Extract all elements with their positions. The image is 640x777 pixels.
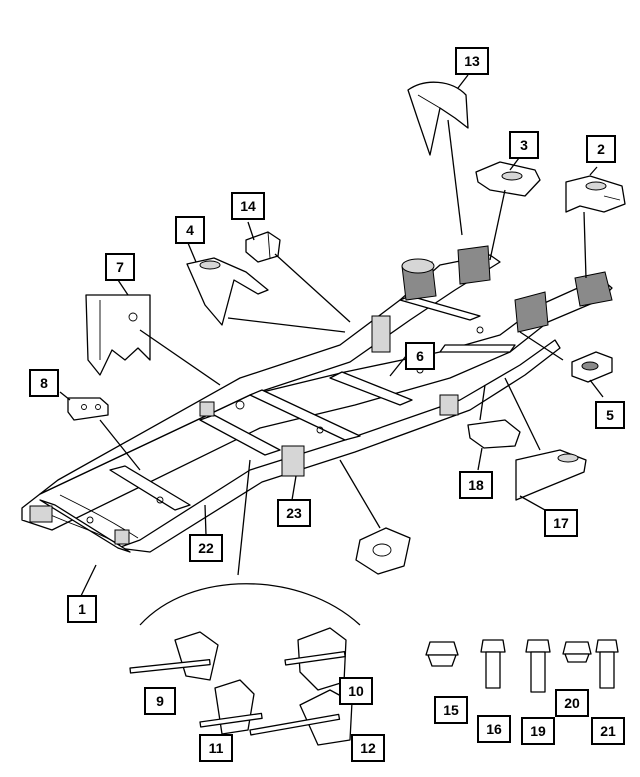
part-9-bolt-bracket [129,631,219,681]
callout-label: 3 [520,137,528,153]
part-13-bracket [407,81,469,156]
part-15-nut [425,641,459,667]
callout-label: 12 [360,740,376,756]
callout-6: 6 [405,342,435,370]
callout-label: 2 [597,141,605,157]
callout-4: 4 [175,216,205,244]
callout-label: 10 [348,683,364,699]
callout-label: 9 [156,693,164,709]
callout-label: 20 [564,695,580,711]
part-17-plate [515,449,587,501]
callout-label: 5 [606,407,614,423]
callout-label: 7 [116,259,124,275]
callout-13: 13 [455,47,489,75]
part-7-bracket [85,294,151,376]
callout-23: 23 [277,499,311,527]
callout-label: 1 [78,601,86,617]
callout-label: 17 [553,515,569,531]
callout-7: 7 [105,253,135,281]
callout-17: 17 [544,509,578,537]
callout-20: 20 [555,689,589,717]
callout-16: 16 [477,715,511,743]
callout-8: 8 [29,369,59,397]
callout-3: 3 [509,131,539,159]
callout-label: 4 [186,222,194,238]
callout-label: 6 [416,348,424,364]
part-5-isolator [571,351,613,383]
part-3-mount [475,161,541,197]
callout-22: 22 [189,534,223,562]
part-11-bracket [199,679,263,735]
part-8-bracket [67,397,109,421]
leader-lines [59,74,604,599]
part-4-bracket [186,257,269,326]
part-18-plate [467,419,521,449]
callout-label: 13 [464,53,480,69]
callout-label: 8 [40,375,48,391]
callout-label: 14 [240,198,256,214]
callout-21: 21 [591,717,625,745]
part-19-bolt [525,639,551,693]
part-2-mount [565,175,626,213]
callout-label: 15 [443,702,459,718]
callout-label: 23 [286,505,302,521]
callout-10: 10 [339,677,373,705]
callout-5: 5 [595,401,625,429]
callout-9: 9 [144,687,176,715]
callout-12: 12 [351,734,385,762]
part-12-bracket [249,689,353,746]
callout-label: 11 [209,740,224,756]
callout-18: 18 [459,471,493,499]
callout-label: 21 [600,723,616,739]
gasket-part [355,527,411,575]
callout-1: 1 [67,595,97,623]
frame-assembly [21,245,613,553]
callout-label: 22 [198,540,214,556]
part-10-bracket [284,627,347,691]
part-14-pad [245,231,281,263]
callout-11: 11 [199,734,233,762]
callout-2: 2 [586,135,616,163]
callout-label: 18 [468,477,484,493]
callout-15: 15 [434,696,468,724]
callout-14: 14 [231,192,265,220]
callout-19: 19 [521,717,555,745]
part-21-bolt [595,639,619,689]
part-20-nut [562,641,592,663]
part-16-bolt [480,639,506,689]
callout-label: 19 [530,723,546,739]
callout-label: 16 [486,721,502,737]
